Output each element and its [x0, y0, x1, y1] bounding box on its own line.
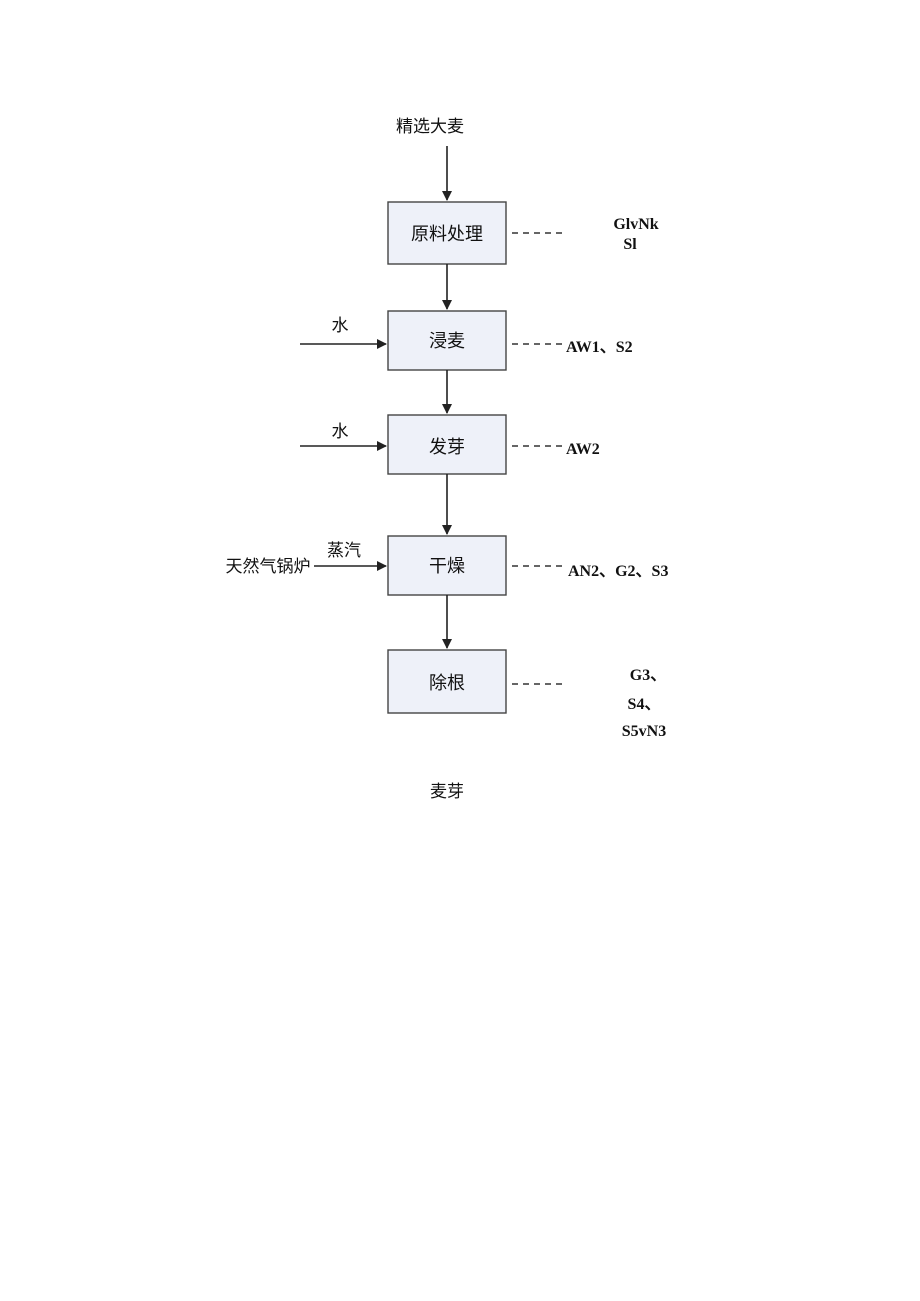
emission-label-step-1-line-1: GlvNk	[613, 216, 658, 233]
process-box-raw-material-treatment: 原料处理	[387, 201, 507, 265]
emission-label-step-5-line-3: S5vN3	[622, 723, 666, 740]
steam-input-label: 蒸汽	[327, 541, 361, 561]
emission-label-step-4: AN2、G2、S3	[568, 563, 668, 580]
emission-label-step-2: AW1、S2	[566, 339, 633, 356]
step-label: 发芽	[429, 437, 465, 458]
emission-label-step-3: AW2	[566, 441, 600, 458]
step-label: 除根	[429, 673, 465, 694]
process-box-rootlet-removal: 除根	[387, 649, 507, 714]
process-box-germination: 发芽	[387, 414, 507, 475]
process-box-steeping: 浸麦	[387, 310, 507, 371]
product-label: 麦芽	[430, 782, 464, 802]
emission-label-step-5-line-2: S4、	[628, 696, 661, 713]
process-box-drying: 干燥	[387, 535, 507, 596]
raw-material-label: 精选大麦	[396, 117, 464, 137]
water-input-label-step-2: 水	[332, 316, 349, 336]
emission-label-step-1-line-2: Sl	[623, 236, 637, 253]
natural-gas-boiler-label: 天然气锅炉	[226, 557, 311, 577]
water-input-label-step-3: 水	[332, 422, 349, 442]
emission-label-step-5-line-1: G3、	[630, 667, 666, 684]
step-label: 浸麦	[429, 331, 465, 352]
step-label: 干燥	[429, 556, 465, 577]
step-label: 原料处理	[411, 224, 483, 245]
